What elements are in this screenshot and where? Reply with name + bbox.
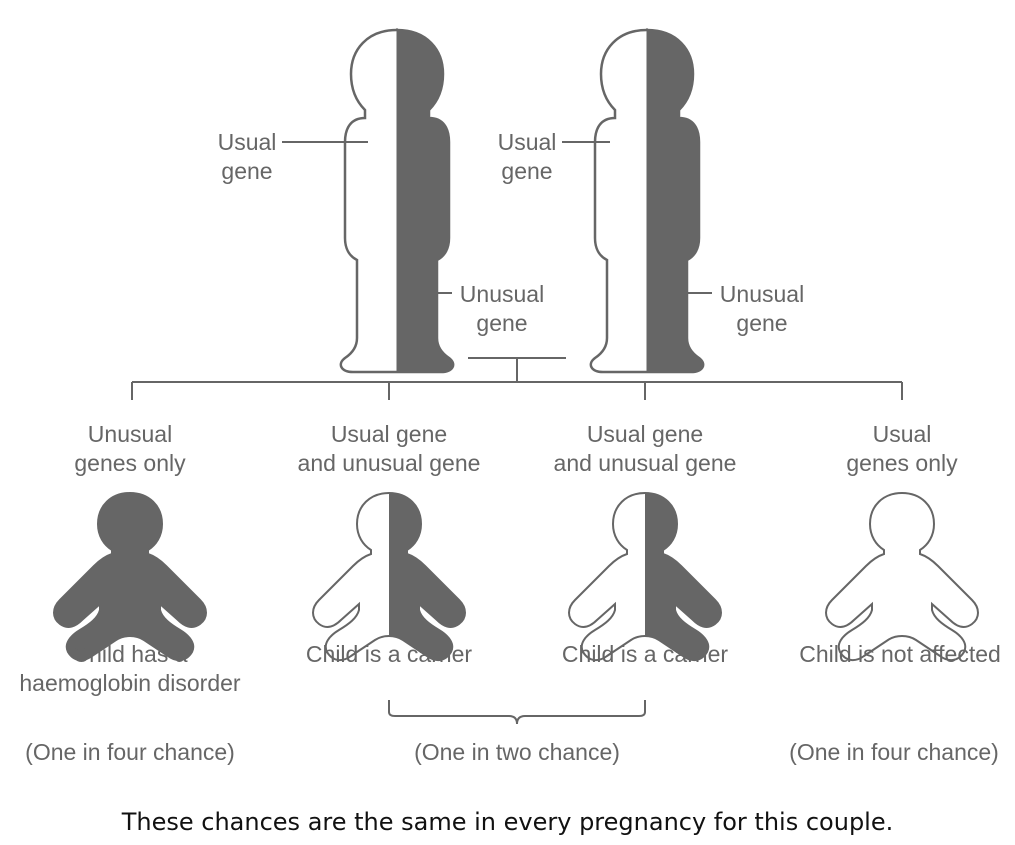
- parent-left-figure: [341, 28, 453, 372]
- parent-left-usual-label: Usual gene: [212, 128, 282, 186]
- genes-line1: Usual gene: [535, 420, 755, 449]
- usual-line2: gene: [212, 157, 282, 186]
- usual-line2: gene: [492, 157, 562, 186]
- child-4-figure: [826, 493, 978, 660]
- chance-left-label: (One in four chance): [10, 738, 250, 767]
- unusual-line1: Unusual: [452, 280, 552, 309]
- child-1-outcome-label: Child has a haemoglobin disorder: [4, 640, 256, 698]
- parent-left-unusual-label: Unusual gene: [452, 280, 552, 338]
- child-1-genes-label: Unusual genes only: [30, 420, 230, 478]
- genes-line2: genes only: [30, 449, 230, 478]
- child-3-outcome-label: Child is a carrier: [535, 640, 755, 669]
- child-4-genes-label: Usual genes only: [802, 420, 1002, 478]
- outcome-line1: Child is not affected: [787, 640, 1013, 669]
- carrier-bracket: [389, 700, 645, 724]
- parent-right-usual-label: Usual gene: [492, 128, 562, 186]
- genes-line2: genes only: [802, 449, 1002, 478]
- chance-middle-label: (One in two chance): [397, 738, 637, 767]
- genes-line2: and unusual gene: [535, 449, 755, 478]
- unusual-line2: gene: [712, 309, 812, 338]
- child-3-genes-label: Usual gene and unusual gene: [535, 420, 755, 478]
- outcome-line1: Child is a carrier: [535, 640, 755, 669]
- genes-line1: Usual: [802, 420, 1002, 449]
- child-3-figure: [569, 493, 721, 660]
- child-2-figure: [313, 493, 465, 660]
- genes-line1: Unusual: [30, 420, 230, 449]
- outcome-line2: haemoglobin disorder: [4, 669, 256, 698]
- footer-note: These chances are the same in every preg…: [0, 808, 1015, 836]
- usual-line1: Usual: [492, 128, 562, 157]
- child-1-figure: [54, 493, 206, 660]
- unusual-line2: gene: [452, 309, 552, 338]
- child-4-outcome-label: Child is not affected: [787, 640, 1013, 669]
- genes-line1: Usual gene: [279, 420, 499, 449]
- outcome-line1: Child has a: [4, 640, 256, 669]
- child-2-outcome-label: Child is a carrier: [279, 640, 499, 669]
- parent-right-unusual-label: Unusual gene: [712, 280, 812, 338]
- outcome-line1: Child is a carrier: [279, 640, 499, 669]
- chance-right-label: (One in four chance): [774, 738, 1014, 767]
- child-2-genes-label: Usual gene and unusual gene: [279, 420, 499, 478]
- tree-connectors: [132, 358, 902, 400]
- unusual-line1: Unusual: [712, 280, 812, 309]
- genes-line2: and unusual gene: [279, 449, 499, 478]
- parent-right-figure: [591, 28, 703, 372]
- usual-line1: Usual: [212, 128, 282, 157]
